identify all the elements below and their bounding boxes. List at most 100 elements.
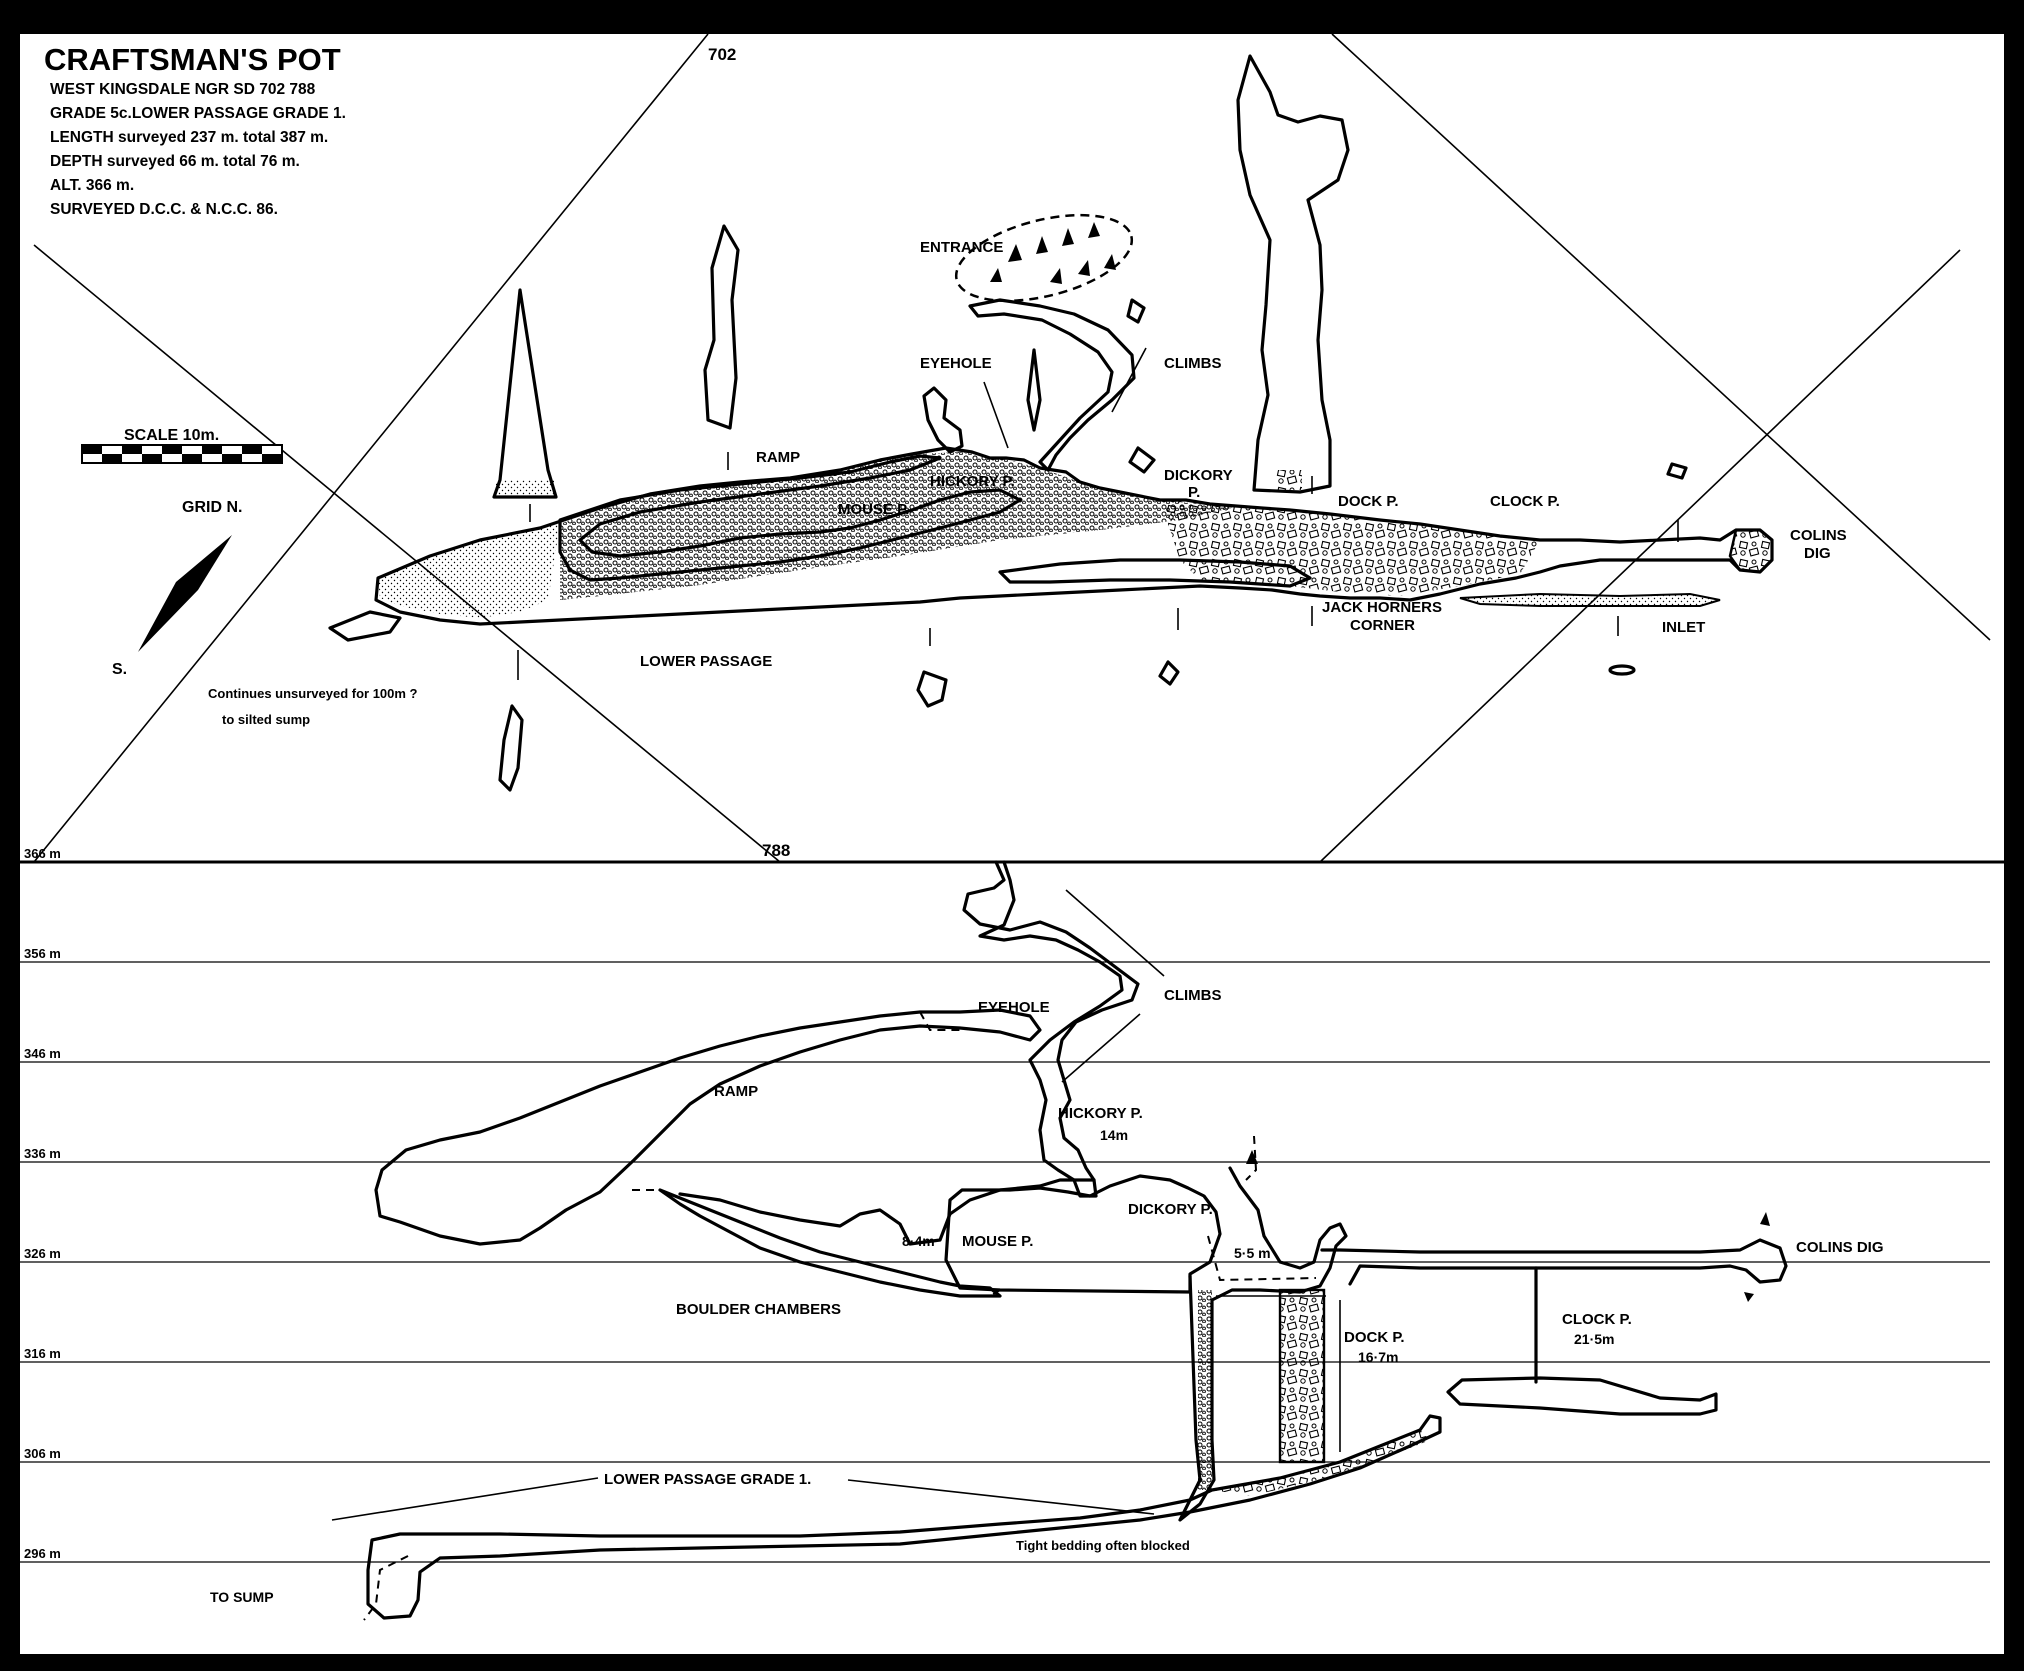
label-eyehole: EYEHOLE bbox=[920, 355, 992, 372]
map-sheet bbox=[20, 34, 2004, 1654]
elev-label-boulder-chambers: BOULDER CHAMBERS bbox=[676, 1301, 841, 1318]
north-arrow: GRID N. S. bbox=[112, 499, 242, 678]
level-366: 366 m bbox=[24, 846, 61, 861]
elev-label-dock-depth: 16·7m bbox=[1358, 1349, 1398, 1365]
section-ramp-top bbox=[492, 288, 558, 499]
label-lower-passage: LOWER PASSAGE bbox=[640, 653, 772, 670]
header-line-depth: DEPTH surveyed 66 m. total 76 m. bbox=[50, 153, 300, 170]
level-346: 346 m bbox=[24, 1046, 61, 1061]
section-jack-small bbox=[1158, 660, 1180, 686]
elev-label-colins-dig: COLINS DIG bbox=[1796, 1239, 1884, 1256]
label-continues-note: Continues unsurveyed for 100m ? bbox=[208, 686, 418, 701]
section-dock-shaft bbox=[1236, 54, 1350, 494]
island-jack-horners bbox=[998, 558, 1312, 588]
elev-dickory-pitch bbox=[1178, 1166, 1348, 1522]
elev-entrance bbox=[962, 860, 1140, 1198]
elev-label-eyehole: EYEHOLE bbox=[978, 999, 1050, 1016]
elev-label-tight-bedding: Tight bedding often blocked bbox=[1016, 1538, 1190, 1553]
entrance-depression-ticks bbox=[990, 222, 1116, 284]
inlet-sand bbox=[1459, 592, 1721, 607]
elev-label-lower-passage: LOWER PASSAGE GRADE 1. bbox=[604, 1471, 811, 1488]
level-356: 356 m bbox=[24, 946, 61, 961]
island-ramp-upper bbox=[558, 454, 1022, 582]
colins-dig-boulders bbox=[1728, 528, 1774, 574]
level-316: 316 m bbox=[24, 1346, 61, 1361]
elev-leader-lines bbox=[331, 889, 1341, 1521]
elev-mouse-shaft bbox=[944, 1174, 1222, 1294]
label-jack-corner: CORNER bbox=[1350, 617, 1415, 634]
scale-label: SCALE 10m. bbox=[124, 427, 219, 444]
label-mouse: MOUSE P. bbox=[838, 501, 909, 518]
section-colins-small bbox=[1666, 462, 1688, 480]
header-line-location: WEST KINGSDALE NGR SD 702 788 bbox=[50, 81, 316, 98]
elev-label-dock: DOCK P. bbox=[1344, 1329, 1405, 1346]
level-306: 306 m bbox=[24, 1446, 61, 1461]
section-mouse-small bbox=[916, 670, 948, 708]
scale-bar-segment bbox=[202, 445, 222, 454]
label-inlet: INLET bbox=[1662, 619, 1705, 636]
scale-bar-segment bbox=[262, 454, 282, 463]
header-line-surveyed: SURVEYED D.C.C. & N.C.C. 86. bbox=[50, 201, 278, 218]
elev-label-mouse: MOUSE P. bbox=[962, 1233, 1033, 1250]
section-dock-boulder bbox=[1276, 470, 1302, 490]
label-dickory-p: P. bbox=[1188, 484, 1200, 501]
scale-bar-segment bbox=[142, 454, 162, 463]
label-jack-horners: JACK HORNERS bbox=[1322, 599, 1442, 616]
elev-label-mouse-depth: 8·4m bbox=[902, 1233, 935, 1249]
elev-label-ramp: RAMP bbox=[714, 1083, 758, 1100]
label-ramp: RAMP bbox=[756, 449, 800, 466]
boulder-choke bbox=[1160, 500, 1540, 596]
elev-dock-boulders bbox=[1278, 1288, 1326, 1464]
elev-label-to-sump: TO SUMP bbox=[210, 1589, 274, 1605]
label-dock: DOCK P. bbox=[1338, 493, 1399, 510]
leader-lines bbox=[983, 347, 1147, 449]
label-entrance: ENTRANCE bbox=[920, 239, 1003, 256]
elevation-levels bbox=[20, 861, 1990, 1563]
grid-northing-label: 788 bbox=[762, 841, 790, 860]
level-336: 336 m bbox=[24, 1146, 61, 1161]
header-line-length: LENGTH surveyed 237 m. total 387 m. bbox=[50, 129, 328, 146]
sand-deposit bbox=[378, 524, 560, 618]
elev-label-hickory: HICKORY P. bbox=[1058, 1105, 1143, 1122]
elev-label-climbs: CLIMBS bbox=[1164, 987, 1222, 1004]
elev-label-dickory: DICKORY P. bbox=[1128, 1201, 1213, 1218]
header-line-grade: GRADE 5c.LOWER PASSAGE GRADE 1. bbox=[50, 105, 346, 122]
elev-label-hickory-depth: 14m bbox=[1100, 1127, 1128, 1143]
scale-bar-segment bbox=[222, 454, 242, 463]
elev-boulder-chambers bbox=[658, 1188, 1002, 1298]
section-ramp-fill bbox=[496, 480, 554, 495]
elev-label-clock-depth: 21·5m bbox=[1574, 1331, 1614, 1347]
header-line-altitude: ALT. 366 m. bbox=[50, 177, 134, 194]
elev-arrows bbox=[1246, 1150, 1770, 1302]
elev-label-clock: CLOCK P. bbox=[1562, 1311, 1632, 1328]
section-lower-left bbox=[498, 704, 524, 792]
label-hickory: HICKORY P. bbox=[930, 473, 1015, 490]
elev-lower-boulders bbox=[1212, 1430, 1430, 1496]
scale-bar-segment bbox=[102, 454, 122, 463]
section-ramp-upper bbox=[703, 224, 740, 430]
label-climbs: CLIMBS bbox=[1164, 355, 1222, 372]
pebble-floor bbox=[560, 452, 1240, 600]
label-dickory: DICKORY bbox=[1164, 467, 1233, 484]
scale-bar-segment bbox=[182, 454, 202, 463]
south-label: S. bbox=[112, 661, 127, 678]
entrance-depression bbox=[954, 213, 1134, 303]
section-markers bbox=[517, 452, 1679, 680]
grid-easting-label: 702 bbox=[708, 45, 736, 64]
section-eyehole-narrow bbox=[1026, 348, 1042, 432]
north-label: GRID N. bbox=[182, 499, 242, 516]
grid-lines bbox=[33, 33, 1991, 863]
section-dickory-small bbox=[1128, 446, 1156, 474]
label-colins-dig: DIG bbox=[1804, 545, 1831, 562]
elev-dashed-connectors bbox=[363, 1011, 1317, 1621]
label-silted-sump: to silted sump bbox=[222, 712, 310, 727]
label-clock: CLOCK P. bbox=[1490, 493, 1560, 510]
scale-bar-segment bbox=[162, 445, 182, 454]
section-inlet-small bbox=[1608, 664, 1636, 676]
elev-lower-passage bbox=[366, 1414, 1442, 1620]
section-climbs-small bbox=[1126, 298, 1146, 324]
scale-bar-segment bbox=[122, 445, 142, 454]
elev-ramp-chamber bbox=[374, 1008, 1042, 1246]
map-title: CRAFTSMAN'S POT bbox=[44, 42, 341, 77]
